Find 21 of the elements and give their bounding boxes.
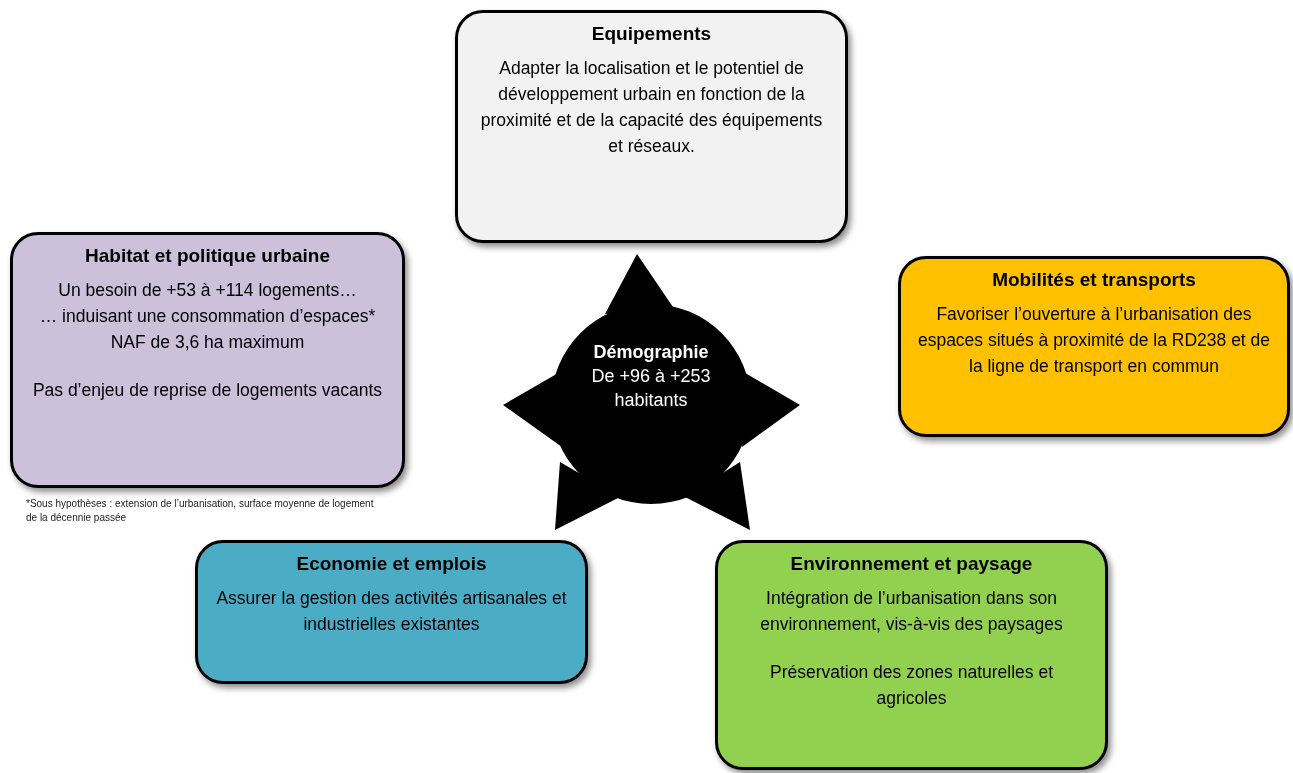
node-text: … induisant une consommation d’espaces* NAF de 3,6 ha maximum xyxy=(38,305,377,354)
topic-box xyxy=(195,540,588,684)
topic-box xyxy=(10,232,405,488)
node-text: Assurer la gestion des activités artisanales et industrielles existantes xyxy=(215,587,568,636)
node-text: Pas d’enjeu de reprise de logements vacants xyxy=(32,379,383,402)
footnote: *Sous hypothèses : extension de l’urbanisation, surface moyenne de logement de la décennie passée xyxy=(26,497,375,525)
node-text: Un besoin de +53 à +114 logements… xyxy=(58,279,357,302)
topic-box xyxy=(455,10,848,243)
node-title: Economie et emplois xyxy=(296,552,487,576)
node-title: Environnement et paysage xyxy=(790,552,1033,576)
node-text: Adapter la localisation et le potentiel de développement urbain en fonction de la proximité et de la capacité des équipements et réseaux. xyxy=(479,57,824,158)
node-title: Démographie xyxy=(593,341,709,364)
node-text: Préservation des zones naturelles et agricoles xyxy=(768,661,1055,710)
node-text: Favoriser l’ouverture à l’urbanisation des espaces situés à proximité de la RD238 et de la ligne de transport en commun xyxy=(917,303,1271,378)
node-text: De +96 à +253 habitants xyxy=(590,365,712,412)
topic-box xyxy=(898,256,1290,437)
node-text: Intégration de l’urbanisation dans son environnement, vis-à-vis des paysages xyxy=(759,587,1064,636)
node-title: Mobilités et transports xyxy=(992,268,1196,292)
node-title: Equipements xyxy=(591,22,712,46)
topic-box xyxy=(715,540,1108,770)
node-title: Habitat et politique urbaine xyxy=(85,244,330,268)
